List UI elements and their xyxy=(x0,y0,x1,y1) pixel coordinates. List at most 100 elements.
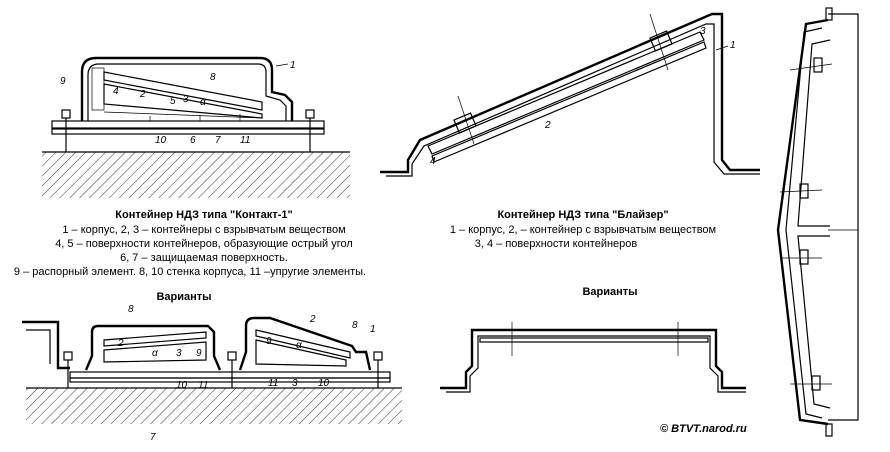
variants-right-diagram xyxy=(440,322,746,393)
variants-label-b1: 1 xyxy=(370,324,376,335)
variants-label-b11: 11 xyxy=(268,378,278,389)
variants-base-plate-lower xyxy=(69,377,391,383)
variants-left-title: Варианты xyxy=(156,291,211,303)
variants-label-b2: 2 xyxy=(309,314,316,325)
variants-right-title: Варианты xyxy=(582,286,637,298)
blazer-block-right xyxy=(649,30,673,52)
vertical-casing-right xyxy=(828,13,859,421)
variants-base-plate xyxy=(69,371,391,379)
vertical-centerline-1 xyxy=(789,63,833,71)
kontakt-caption-title: Контейнер НДЗ типа "Контакт-1" xyxy=(115,209,292,221)
vertical-bolt-top xyxy=(825,7,833,21)
kontakt-label-8: 8 xyxy=(210,72,216,83)
blazer-centerline-right xyxy=(649,13,669,71)
vertical-centerline-2 xyxy=(779,189,823,193)
kontakt-label-6: 6 xyxy=(190,135,196,146)
variants-middle-container-lower xyxy=(103,341,207,363)
variants-left-partial-inner xyxy=(26,329,51,364)
blazer-label-1: 1 xyxy=(730,40,736,51)
blazer-caption: Контейнер НДЗ типа "Блайзер" 1 – корпус,… xyxy=(450,209,716,250)
variants-label-alpha2: α xyxy=(296,340,302,351)
variants-left-partial-casing xyxy=(22,320,70,370)
kontakt-caption-line-2: 4, 5 – поверхности контейнеров, образующ… xyxy=(55,238,353,250)
variants-bolt-1 xyxy=(63,351,73,361)
kontakt-label-9: 9 xyxy=(60,76,66,87)
variants-right-casing xyxy=(238,316,372,371)
blazer-leader-1 xyxy=(715,45,729,51)
kontakt-label-alpha: α xyxy=(200,97,206,108)
variants-label-b8: 8 xyxy=(352,320,358,331)
variants-label-b9: 9 xyxy=(266,336,272,347)
variants-label-a2: 2 xyxy=(117,338,124,349)
blazer-caption-title: Контейнер НДЗ типа "Блайзер" xyxy=(497,209,668,221)
kontakt-caption: Контейнер НДЗ типа "Контакт-1" 1 – корпу… xyxy=(14,209,366,278)
variants-label-a9: 9 xyxy=(196,348,202,359)
blazer-casing-inner xyxy=(386,23,760,177)
kontakt-caption-line-3: 6, 7 – защищаемая поверхность. xyxy=(120,252,288,264)
blazer-caption-line-1: 1 – корпус, 2, – контейнер с взрывчатым … xyxy=(450,224,716,236)
kontakt-leader-1 xyxy=(275,63,289,67)
kontakt-casing-inner xyxy=(87,63,287,121)
kontakt-caption-line-4: 9 – распорный элемент. 8, 10 стенка корп… xyxy=(14,266,366,278)
vertical-block-4 xyxy=(811,375,821,391)
vertical-variant-diagram xyxy=(776,7,859,437)
copyright-text: © BTVT.narod.ru xyxy=(660,423,747,435)
blazer-centerline-left xyxy=(457,95,475,145)
variants-flat-casing-inner xyxy=(446,335,746,393)
kontakt-label-7: 7 xyxy=(215,135,221,146)
kontakt-container-upper xyxy=(103,71,263,111)
variants-ground-hatch xyxy=(26,388,402,424)
kontakt-bolt-head-right xyxy=(305,109,315,119)
kontakt-label-5: 5 xyxy=(170,96,176,107)
variants-label-b10: 10 xyxy=(318,378,330,389)
variants-label-b7: 7 xyxy=(150,432,156,443)
kontakt-label-2: 2 xyxy=(139,89,146,100)
variants-label-a3: 3 xyxy=(176,348,182,359)
variants-label-b3: 3 xyxy=(292,378,298,389)
variants-bolt-2 xyxy=(227,351,237,361)
vertical-container-upper xyxy=(797,39,831,227)
vertical-block-1 xyxy=(813,57,823,73)
blazer-diagram: 1 3 2 4 xyxy=(380,12,760,177)
blazer-container xyxy=(427,31,705,155)
blazer-casing-outline xyxy=(380,12,760,174)
kontakt-spacer-element xyxy=(91,67,105,111)
kontakt-diagram: 9 4 2 5 3 α 8 1 10 6 7 11 xyxy=(42,56,350,198)
kontakt-caption-line-1: 1 – корпус, 2, 3 – контейнеры с взрывчат… xyxy=(62,224,345,236)
blazer-caption-line-2: 3, 4 – поверхности контейнеров xyxy=(475,238,638,250)
vertical-casing-inner xyxy=(785,27,823,419)
blazer-container-lower xyxy=(431,41,707,163)
blazer-label-3: 3 xyxy=(700,26,706,37)
variants-label-a10: 10 xyxy=(176,380,188,391)
variants-label-alpha1: α xyxy=(152,348,158,359)
kontakt-surface-line xyxy=(103,111,263,119)
vertical-block-3 xyxy=(799,249,809,265)
kontakt-label-4: 4 xyxy=(113,86,119,97)
variants-flat-container xyxy=(479,337,709,343)
variants-middle-casing xyxy=(84,324,222,371)
variants-label-a11: 11 xyxy=(198,380,208,391)
blazer-label-2: 2 xyxy=(544,120,551,131)
kontakt-ground-hatch xyxy=(42,152,350,198)
variants-flat-casing xyxy=(440,328,746,390)
vertical-bolt-bottom xyxy=(825,423,833,437)
kontakt-elastic-elements xyxy=(149,114,241,121)
vertical-container-lower xyxy=(797,235,831,409)
blazer-block-left xyxy=(453,112,477,134)
variants-right-container-lower xyxy=(255,339,347,367)
kontakt-base-plate-upper xyxy=(51,120,325,129)
kontakt-casing-outline xyxy=(80,56,294,121)
variants-middle-container-upper xyxy=(103,331,207,347)
kontakt-label-1: 1 xyxy=(290,60,296,71)
variants-right-container-upper xyxy=(255,329,351,359)
variants-label-a8: 8 xyxy=(128,304,134,315)
kontakt-label-3: 3 xyxy=(183,94,189,105)
variants-bolt-3 xyxy=(373,351,383,361)
kontakt-label-10: 10 xyxy=(155,135,167,146)
kontakt-bolt-head-left xyxy=(61,109,71,119)
variants-left-diagram: 8 2 α 3 9 10 11 2 8 1 9 α 11 3 10 7 xyxy=(22,304,402,443)
blazer-label-4: 4 xyxy=(430,156,436,167)
vertical-casing-outline xyxy=(776,18,829,426)
kontakt-base-plate-lower xyxy=(51,128,325,135)
